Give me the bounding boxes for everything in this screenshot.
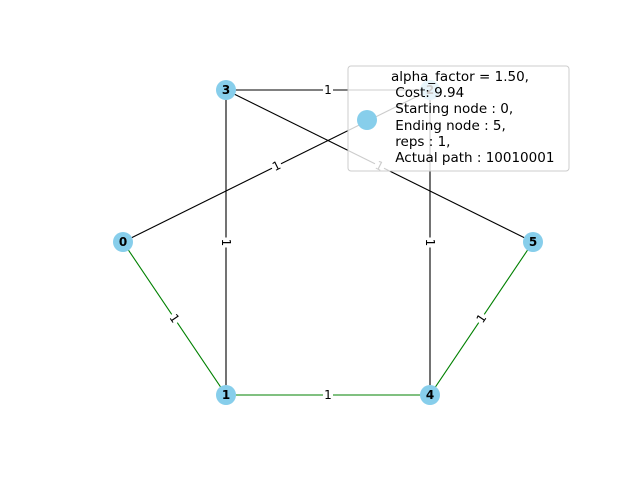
legend-line-1: alpha_factor = 1.50, (391, 69, 529, 85)
node-5 (523, 232, 543, 252)
legend-line-4: Ending node : 5, (391, 118, 506, 134)
edge-label-1-4: 1 (324, 388, 332, 402)
edge-label-bg (323, 83, 333, 97)
edge-label-3-2: 1 (324, 83, 332, 97)
edge-label-bg (472, 310, 491, 327)
edge-label-bg (323, 388, 333, 402)
edge-label-2-4: 1 (423, 239, 437, 247)
edge-label-3-1: 1 (219, 239, 233, 247)
node-label-0: 0 (119, 235, 127, 249)
legend-line-6: Actual path : 10010001 (391, 150, 554, 166)
node-label-5: 5 (529, 235, 537, 249)
node-4 (420, 385, 440, 405)
node-label-1: 1 (222, 388, 230, 402)
legend: alpha_factor = 1.50, Cost: 9.94 Starting… (347, 65, 570, 172)
node-label-3: 3 (222, 83, 230, 97)
legend-marker (357, 110, 377, 130)
node-3 (216, 80, 236, 100)
edge-label-bg (165, 310, 184, 327)
node-1 (216, 385, 236, 405)
edge-label-bg (268, 157, 285, 175)
legend-line-2: Cost: 9.94 (391, 85, 464, 101)
legend-line-3: Starting node : 0, (391, 101, 513, 117)
edge-label-bg (219, 237, 233, 248)
node-0 (113, 232, 133, 252)
node-label-4: 4 (426, 388, 434, 402)
edge-label-bg (423, 237, 437, 248)
legend-line-5: reps : 1, (391, 134, 450, 150)
legend-box (347, 65, 570, 172)
